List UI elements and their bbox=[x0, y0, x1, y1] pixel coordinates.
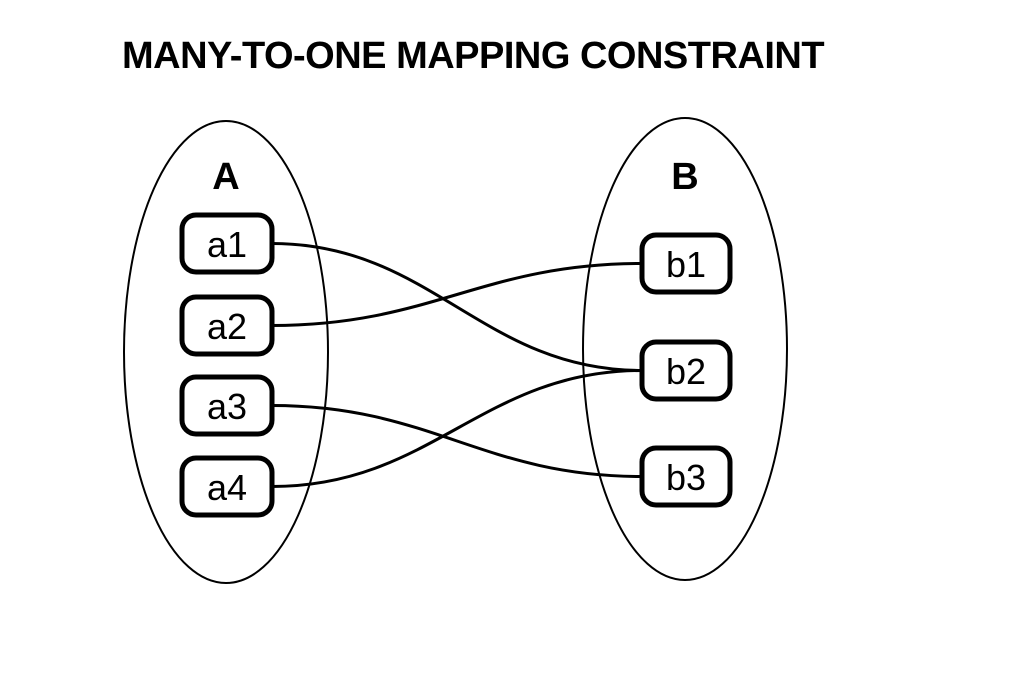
node-a2-box bbox=[179, 294, 275, 357]
node-a3: a3 bbox=[179, 374, 275, 437]
node-a1-label: a1 bbox=[207, 224, 247, 265]
node-a4-box bbox=[179, 455, 275, 518]
mapping-edges bbox=[271, 242, 643, 488]
node-a4-label: a4 bbox=[207, 467, 247, 508]
set-b-label: B bbox=[671, 156, 698, 198]
edge-a4-b2 bbox=[271, 369, 643, 488]
node-a1-box bbox=[179, 212, 275, 275]
set-a-ellipse bbox=[123, 120, 329, 584]
node-a2-label: a2 bbox=[207, 306, 247, 347]
edge-a3-b3 bbox=[271, 404, 643, 478]
node-b3-label: b3 bbox=[666, 457, 706, 498]
node-b1: b1 bbox=[639, 232, 733, 295]
node-b2-box bbox=[639, 339, 733, 402]
set-a-label: A bbox=[212, 156, 239, 198]
node-a4: a4 bbox=[179, 455, 275, 518]
diagram-title: MANY-TO-ONE MAPPING CONSTRAINT bbox=[122, 35, 825, 77]
node-a1: a1 bbox=[179, 212, 275, 275]
node-a2: a2 bbox=[179, 294, 275, 357]
node-a3-box bbox=[179, 374, 275, 437]
edge-a2-b1 bbox=[271, 262, 643, 327]
edge-a1-b2 bbox=[271, 242, 643, 372]
node-b1-label: b1 bbox=[666, 244, 706, 285]
node-b3: b3 bbox=[639, 445, 733, 508]
node-b2: b2 bbox=[639, 339, 733, 402]
node-b3-box bbox=[639, 445, 733, 508]
node-b1-box bbox=[639, 232, 733, 295]
node-a3-label: a3 bbox=[207, 386, 247, 427]
node-b2-label: b2 bbox=[666, 351, 706, 392]
set-b-ellipse bbox=[582, 117, 788, 581]
